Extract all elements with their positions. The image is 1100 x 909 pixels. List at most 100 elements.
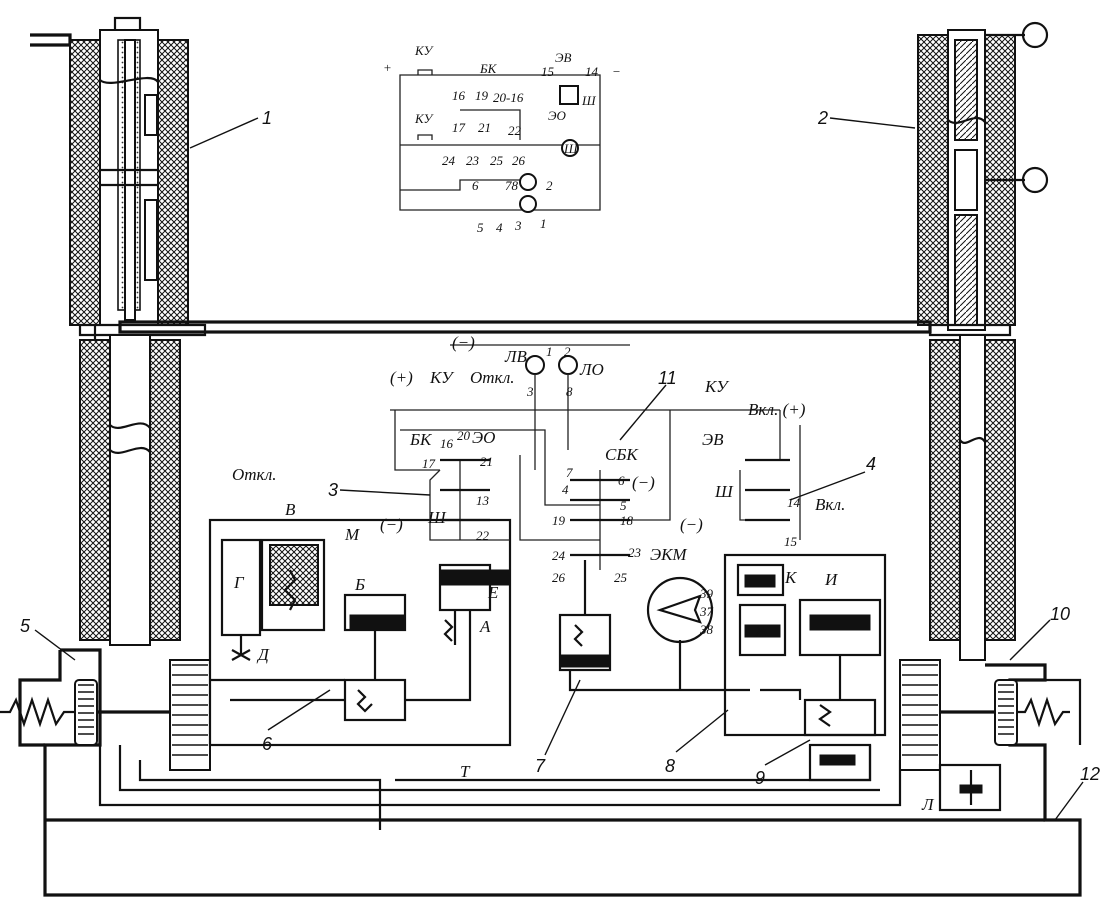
label-num11: 11 [658, 368, 677, 388]
label-vkl: Вкл. [815, 495, 845, 514]
label-K: К [784, 568, 798, 587]
label-ZH: Ж [753, 622, 771, 641]
label-lo: ЛО [579, 360, 604, 379]
label-minus-right: (−) [680, 515, 703, 534]
label-ku-right: КУ [704, 377, 730, 396]
label-n16: 16 [452, 88, 466, 103]
label-sh-left: Ш [427, 508, 447, 527]
label-L: Л [921, 795, 935, 814]
label-n15b: 15 [784, 534, 798, 549]
label-E: Е [487, 583, 499, 602]
label-minus-left: (−) [380, 515, 403, 534]
label-ev-top: ЭВ [555, 50, 572, 65]
label-B: Б [354, 575, 365, 594]
label-eo-top: ЭО [548, 108, 567, 123]
label-n6: 6 [472, 178, 479, 193]
label-bk-mid: БК [409, 430, 433, 449]
label-minus-c: (−) [632, 473, 655, 492]
left-spring-unit [0, 659, 211, 771]
label-ku-mid: КУ [429, 368, 455, 387]
label-n1: 1 [540, 216, 547, 231]
label-c25: 25 [614, 570, 628, 585]
label-vkl-plus: Вкл. (+) [748, 400, 806, 419]
label-n25: 25 [490, 153, 504, 168]
label-num10: 10 [1050, 604, 1070, 624]
label-n3b: 3 [526, 384, 534, 399]
left-bushing [30, 16, 207, 340]
label-n15: 15 [541, 64, 555, 79]
label-G: Г [233, 573, 245, 592]
label-n14: 14 [585, 64, 599, 79]
label-sbk: СБК [605, 445, 639, 464]
label-lv: ЛВ [504, 347, 528, 366]
label-c18: 18 [620, 513, 634, 528]
label-ev-mid: ЭВ [702, 430, 724, 449]
label-M: М [344, 525, 360, 544]
label-c26: 26 [552, 570, 566, 585]
label-n20b: 20 [457, 428, 471, 443]
label-n24: 24 [442, 153, 456, 168]
label-ku-top1: КУ [414, 43, 434, 58]
label-num8: 8 [665, 756, 675, 776]
label-c24: 24 [552, 548, 566, 563]
label-num4: 4 [866, 454, 876, 474]
label-n20-16: 20-16 [493, 90, 524, 105]
label-n78: 78 [505, 178, 519, 193]
label-c7: 7 [566, 465, 573, 480]
label-n3: 3 [514, 218, 522, 233]
label-n14b: 14 [787, 495, 801, 510]
label-num3: 3 [328, 480, 338, 500]
label-n22b: 22 [476, 528, 490, 543]
label-bk-top: БК [479, 61, 498, 76]
label-sh-top1: Ш [581, 93, 597, 108]
label-e38: 38 [699, 622, 714, 637]
right-bushing [917, 21, 1049, 337]
left-lower-column [79, 334, 181, 646]
label-otkl-mid: Откл. [470, 368, 515, 387]
right-hydraulic-unit [723, 553, 887, 782]
label-num1: 1 [262, 108, 272, 128]
label-n22: 22 [508, 123, 522, 138]
label-sh-right: Ш [714, 482, 734, 501]
labels: + КУ КУ БК ЭВ 15 14 − 16 19 20-16 Ш ЭО 1… [20, 43, 1100, 814]
label-n19: 19 [475, 88, 489, 103]
label-n13: 13 [476, 493, 490, 508]
label-eo-mid: ЭО [472, 428, 495, 447]
label-n4: 4 [496, 220, 503, 235]
label-c23: 23 [628, 545, 642, 560]
label-lo-2: 2 [564, 344, 571, 359]
label-n8b: 8 [566, 384, 573, 399]
label-ekm: ЭКМ [650, 545, 687, 564]
label-I: И [824, 570, 839, 589]
label-n5: 5 [477, 220, 484, 235]
label-c19: 19 [552, 513, 566, 528]
label-n26: 26 [512, 153, 526, 168]
bus-bar [118, 320, 932, 334]
label-n23: 23 [466, 153, 480, 168]
leader-lines [34, 117, 1084, 821]
label-num7: 7 [535, 756, 546, 776]
right-spring-unit [899, 659, 1082, 771]
label-D: Д [256, 645, 270, 664]
label-e37: 37 [699, 604, 714, 619]
label-A: А [479, 617, 491, 636]
label-plus: + [383, 60, 392, 75]
label-T: Т [460, 762, 471, 781]
label-num5: 5 [20, 616, 31, 636]
label-n2: 2 [546, 178, 553, 193]
label-num6: 6 [262, 734, 273, 754]
label-V: В [285, 500, 296, 519]
label-num12: 12 [1080, 764, 1100, 784]
label-ku-top2: КУ [414, 111, 434, 126]
label-n21: 21 [478, 120, 491, 135]
label-e39: 39 [699, 586, 714, 601]
right-lower-column [929, 334, 1016, 661]
label-n16b: 16 [440, 436, 454, 451]
top-control-circuit [399, 69, 601, 213]
label-sh-top2: Ш [563, 141, 579, 156]
label-n17: 17 [452, 120, 466, 135]
left-hydraulic-unit [208, 518, 512, 747]
valve-L [938, 763, 1002, 812]
